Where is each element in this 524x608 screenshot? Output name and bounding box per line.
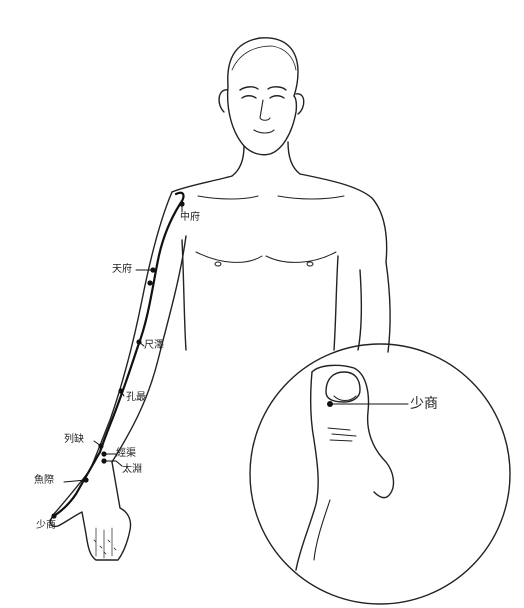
right-brow bbox=[268, 87, 286, 90]
label-tianfu: 天府 bbox=[112, 264, 132, 276]
inset-thumb-left bbox=[296, 372, 318, 570]
right-ear bbox=[296, 94, 304, 114]
chest-line-right bbox=[266, 252, 336, 262]
right-arm-outer bbox=[386, 262, 390, 352]
left-nipple bbox=[215, 262, 221, 266]
label-yuji: 魚際 bbox=[34, 475, 54, 487]
right-torso bbox=[334, 256, 338, 350]
leader-lines bbox=[50, 204, 182, 520]
inset-thumb-outline bbox=[312, 365, 393, 497]
inset-thumb-inner bbox=[314, 500, 330, 560]
inset-knuckle-creases bbox=[328, 428, 356, 441]
face-outline bbox=[228, 86, 297, 155]
neck-left bbox=[232, 146, 244, 176]
chest-line-left bbox=[196, 252, 262, 262]
nose bbox=[260, 100, 270, 120]
finger-lines bbox=[96, 528, 112, 558]
left-brow bbox=[240, 87, 258, 90]
label-chize: 尺澤 bbox=[144, 340, 164, 352]
label-jingqu: 經渠 bbox=[116, 448, 136, 460]
left-ear bbox=[219, 90, 228, 112]
point-tianfu-2 bbox=[147, 280, 152, 285]
right-eye bbox=[270, 96, 284, 98]
label-lieque: 列缺 bbox=[64, 434, 84, 446]
clavicle-left bbox=[198, 196, 258, 199]
label-zhongfu: 中府 bbox=[180, 212, 200, 224]
label-shaoshang: 少商 bbox=[36, 520, 56, 532]
right-nipple bbox=[307, 262, 313, 266]
label-kongzui: 孔最 bbox=[126, 392, 146, 404]
inset-circle bbox=[250, 344, 510, 604]
left-shoulder bbox=[172, 176, 232, 192]
acupoint-markers bbox=[51, 201, 184, 518]
label-taiyuan: 太淵 bbox=[122, 464, 142, 476]
hair-texture bbox=[232, 46, 296, 70]
neck-right bbox=[288, 142, 300, 174]
right-arm-inner bbox=[358, 270, 361, 350]
meridian-line bbox=[54, 193, 183, 516]
hand-outline bbox=[51, 462, 131, 560]
mouth bbox=[254, 130, 274, 133]
left-eye bbox=[242, 96, 256, 98]
inset-label-shaoshang: 少商 bbox=[410, 396, 438, 412]
right-shoulder bbox=[300, 174, 387, 262]
palm-marks bbox=[94, 540, 116, 554]
clavicle-right bbox=[278, 196, 344, 199]
